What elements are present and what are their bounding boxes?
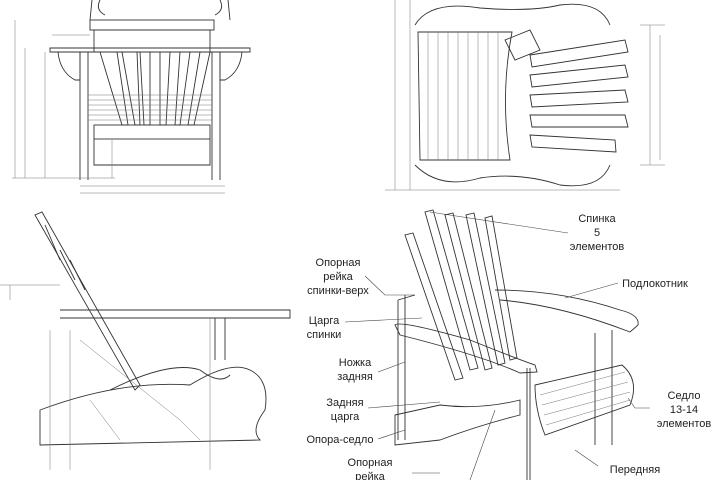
top-view xyxy=(385,0,665,191)
label-seat-2: 13-14 xyxy=(670,404,698,416)
label-rear-apron-2: царга xyxy=(331,411,360,423)
annotation-labels: Спинка 5 элементов Опорная рейка спинки-… xyxy=(307,211,712,480)
label-back-apron-2: спинки xyxy=(307,329,342,341)
label-seat-1: Седло xyxy=(668,390,701,402)
label-top-back-rail-1: Опорная xyxy=(316,257,361,269)
front-view xyxy=(12,0,251,194)
label-back-1: Спинка xyxy=(578,213,616,225)
label-support-rail-1: Опорная xyxy=(348,457,393,469)
label-rear-apron-1: Задняя xyxy=(326,397,363,409)
label-back-2: 5 xyxy=(594,227,600,239)
label-top-back-rail-2: рейка xyxy=(323,271,353,283)
label-back-3: элементов xyxy=(570,241,625,253)
perspective-view xyxy=(394,209,639,480)
label-seat-support: Опора-седло xyxy=(307,434,374,446)
label-armrest: Подлокотник xyxy=(622,278,688,290)
label-rear-leg-1: Ножка xyxy=(339,357,372,369)
label-top-back-rail-3: спинки-верх xyxy=(307,285,369,297)
label-back-apron-1: Царга xyxy=(309,315,340,327)
label-front: Передняя xyxy=(610,464,660,476)
label-seat-3: элементов xyxy=(657,418,712,430)
side-view xyxy=(0,211,291,470)
label-support-rail-2: рейка xyxy=(355,471,385,480)
label-rear-leg-2: задняя xyxy=(337,371,373,383)
